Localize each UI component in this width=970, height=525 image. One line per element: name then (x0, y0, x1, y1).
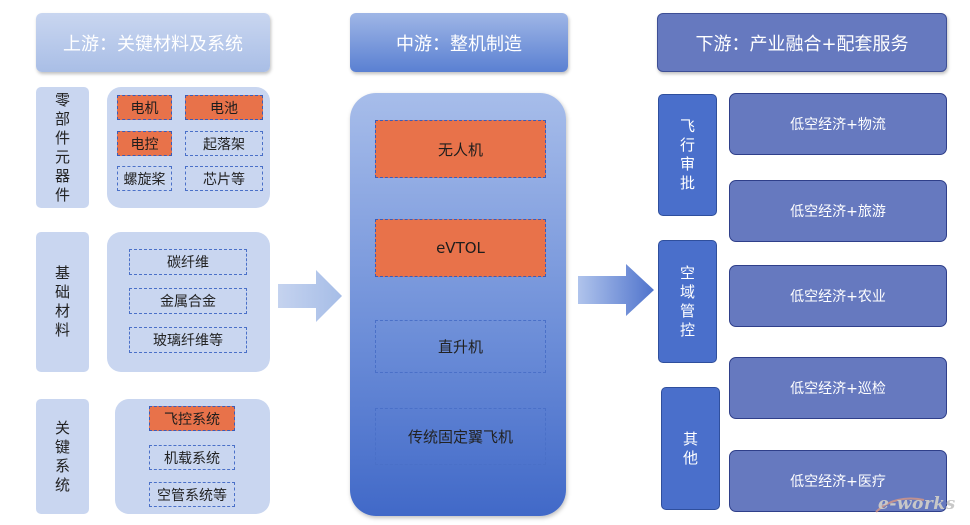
item-electronic-control: 电控 (117, 131, 172, 156)
label-text: 空域管控 (679, 263, 695, 339)
item-landing-gear: 起落架 (185, 131, 263, 156)
item-onboard-system: 机载系统 (149, 445, 235, 470)
item-propeller: 螺旋桨 (117, 166, 172, 191)
group-label-text: 零部件元器件 (54, 90, 70, 204)
item-glass-fiber: 玻璃纤维等 (129, 327, 247, 353)
upstream-group-label-materials: 基础材料 (36, 232, 89, 372)
item-battery: 电池 (185, 95, 263, 120)
watermark-text: e-works (878, 494, 956, 514)
upstream-group-label-components: 零部件元器件 (36, 87, 89, 208)
item-carbon-fiber: 碳纤维 (129, 249, 247, 275)
item-air-traffic-system: 空管系统等 (149, 482, 235, 507)
right-arrow-icon (278, 270, 342, 322)
item-logistics: 低空经济+物流 (729, 93, 947, 155)
upstream-group-label-systems: 关键系统 (36, 399, 89, 514)
downstream-label-flight-approval: 飞行审批 (658, 94, 717, 216)
item-metal-alloy: 金属合金 (129, 288, 247, 314)
watermark-logo: e-works (872, 490, 964, 520)
right-arrow-icon (578, 264, 654, 316)
item-motor: 电机 (117, 95, 172, 120)
item-evtol: eVTOL (375, 219, 546, 277)
downstream-header: 下游：产业融合+配套服务 (657, 13, 947, 72)
item-chips: 芯片等 (185, 166, 263, 191)
upstream-header: 上游：关键材料及系统 (36, 13, 270, 72)
item-tourism: 低空经济+旅游 (729, 180, 947, 242)
midstream-header: 中游：整机制造 (350, 13, 568, 72)
item-inspection: 低空经济+巡检 (729, 357, 947, 419)
item-drone: 无人机 (375, 120, 546, 178)
label-text: 飞行审批 (679, 117, 695, 192)
item-fixed-wing-aircraft: 传统固定翼飞机 (375, 408, 546, 465)
group-label-text: 基础材料 (54, 264, 70, 339)
item-helicopter: 直升机 (375, 320, 546, 373)
item-agriculture: 低空经济+农业 (729, 265, 947, 327)
swoosh-icon (875, 497, 925, 513)
item-medical: 低空经济+医疗 (729, 450, 947, 512)
downstream-label-others: 其他 (661, 387, 720, 510)
item-flight-control-system: 飞控系统 (149, 406, 235, 431)
group-label-text: 关键系统 (54, 418, 70, 494)
upstream-panel-materials (107, 232, 270, 372)
downstream-label-airspace-control: 空域管控 (658, 240, 717, 363)
label-text: 其他 (682, 429, 698, 467)
